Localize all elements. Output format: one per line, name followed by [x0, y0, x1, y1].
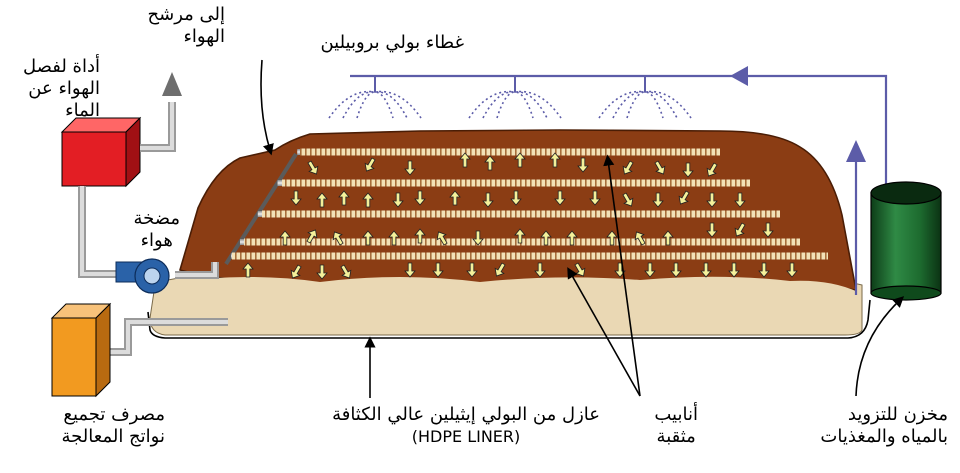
- flow-arrow: [306, 229, 318, 244]
- flow-arrow: [652, 192, 664, 208]
- flow-arrow: [728, 262, 740, 278]
- air-flow-arrows: [242, 152, 798, 280]
- perforated-pipe: [232, 252, 828, 260]
- flow-arrow: [734, 222, 746, 237]
- flow-arrow: [316, 192, 328, 208]
- flow-arrow: [307, 160, 319, 175]
- flow-arrow: [622, 160, 634, 175]
- water-nutrient-tank: [870, 181, 942, 301]
- liner-label: عازل من البولي إيثيلين عالي الكثافة(HDPE…: [332, 404, 600, 446]
- flow-arrow: [606, 230, 618, 246]
- flow-arrow: [362, 192, 374, 208]
- flow-arrow: [436, 231, 448, 246]
- flow-arrow: [494, 262, 506, 277]
- flow-arrow: [362, 230, 374, 246]
- flow-arrow: [786, 262, 798, 278]
- flow-arrow: [706, 222, 718, 238]
- flow-arrow: [472, 230, 484, 246]
- flow-arrow: [706, 162, 718, 177]
- flow-arrow-up: [846, 140, 866, 162]
- flow-arrow: [404, 262, 416, 278]
- perforated-pipe: [262, 210, 780, 218]
- flow-arrow: [654, 160, 666, 175]
- flow-arrow: [484, 155, 496, 171]
- flow-arrow: [734, 192, 746, 208]
- air-blower: [115, 258, 170, 294]
- flow-arrow: [338, 190, 350, 206]
- flow-arrow: [566, 230, 578, 246]
- filter-arrow: [162, 72, 182, 96]
- flow-arrow: [340, 264, 352, 279]
- flow-arrow: [554, 190, 566, 206]
- flow-arrow: [290, 264, 302, 279]
- sprinkler-feed-line: [350, 74, 888, 185]
- air-manifold: [224, 152, 298, 266]
- flow-arrow: [514, 152, 526, 168]
- perforated-pipe: [282, 179, 750, 187]
- manifold-branches: [231, 149, 300, 259]
- cover-callout: [260, 59, 274, 156]
- tank-callout: [855, 296, 905, 397]
- flow-arrow: [364, 157, 376, 172]
- flow-arrow: [449, 190, 461, 206]
- cover-label: غطاء بولي بروبيلين: [320, 32, 464, 53]
- flow-arrow: [662, 230, 674, 246]
- flow-arrow: [392, 192, 404, 208]
- flow-arrow: [644, 262, 656, 278]
- flow-arrow: [466, 262, 478, 278]
- flow-arrow: [614, 262, 626, 278]
- flow-arrow: [540, 230, 552, 246]
- filter-pipe: [140, 102, 176, 152]
- flow-arrow: [242, 262, 254, 278]
- flow-arrow: [510, 190, 522, 206]
- flow-arrow: [577, 157, 589, 173]
- flow-arrow: [678, 190, 690, 205]
- flow-arrow: [414, 228, 426, 244]
- sprinklers: [328, 76, 692, 119]
- flow-arrow: [534, 262, 546, 278]
- flow-arrow: [762, 222, 774, 238]
- flow-arrow: [706, 192, 718, 208]
- pipes-callout-2: [603, 154, 641, 397]
- flow-arrow: [670, 262, 682, 278]
- sprinkler-spray: [468, 90, 562, 119]
- sprinkler-spray: [328, 90, 422, 119]
- flow-arrow: [634, 231, 646, 246]
- flow-arrow: [404, 160, 416, 176]
- flow-arrow: [758, 262, 770, 278]
- sand-top-edge: [172, 276, 858, 300]
- flow-arrow: [316, 264, 328, 280]
- flow-arrow: [622, 192, 634, 207]
- flow-arrow: [432, 262, 444, 278]
- sprinkler-spray: [598, 90, 692, 119]
- flow-arrow: [482, 192, 494, 208]
- flow-arrow-left: [730, 66, 748, 86]
- collection-drain: [50, 302, 112, 398]
- flow-arrow: [589, 190, 601, 206]
- perforated-pipe: [300, 148, 720, 156]
- separator-to-blower-pipe: [78, 186, 122, 278]
- flow-arrow: [549, 152, 561, 168]
- flow-arrow: [414, 190, 426, 206]
- flow-arrow: [682, 162, 694, 178]
- flow-arrow: [514, 228, 526, 244]
- flow-arrow: [290, 190, 302, 206]
- air-water-separator: [60, 116, 142, 188]
- pipes-callout-1: [567, 267, 641, 397]
- flow-arrow: [459, 152, 471, 168]
- flow-arrow: [332, 231, 344, 246]
- flow-arrow: [700, 262, 712, 278]
- flow-arrow: [279, 230, 291, 246]
- flow-arrow: [388, 230, 400, 246]
- hdpe-liner: [147, 299, 871, 339]
